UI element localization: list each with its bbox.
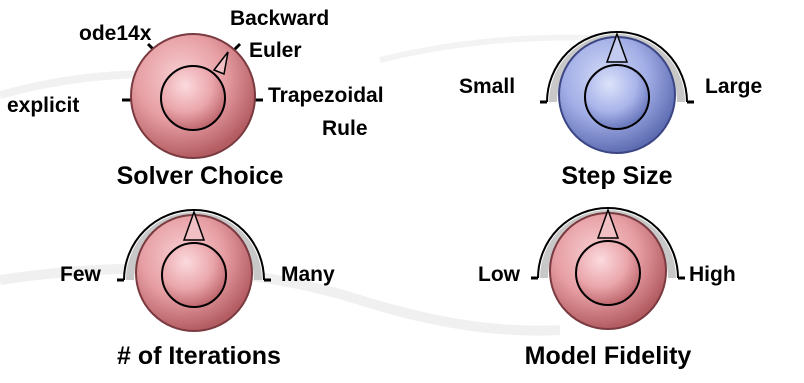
fidelity-max-label: High: [689, 264, 736, 285]
knob-cap: [161, 66, 225, 130]
iterations-max-label: Many: [281, 264, 335, 285]
model-fidelity-knob[interactable]: [531, 208, 685, 329]
solver-option-trapezoidal-line1[interactable]: Trapezoidal: [268, 85, 384, 106]
solver-option-backward-euler-line1[interactable]: Backward: [230, 8, 329, 29]
solver-option-trapezoidal-line2[interactable]: Rule: [322, 118, 368, 139]
iterations-min-label: Few: [60, 264, 101, 285]
step-size-knob[interactable]: [540, 32, 694, 153]
solver-option-explicit[interactable]: explicit: [7, 95, 79, 116]
iterations-title: # of Iterations: [64, 344, 334, 369]
fidelity-title: Model Fidelity: [488, 344, 728, 369]
iterations-knob[interactable]: [117, 210, 271, 331]
fidelity-min-label: Low: [478, 264, 520, 285]
solver-option-ode14x[interactable]: ode14x: [79, 23, 151, 44]
solver-choice-knob[interactable]: [122, 34, 263, 158]
step-size-min-label: Small: [459, 76, 515, 97]
knob-cap: [162, 243, 226, 307]
step-size-title: Step Size: [517, 164, 717, 189]
step-size-max-label: Large: [705, 76, 762, 97]
knob-cap: [585, 65, 649, 129]
solver-option-backward-euler-line2[interactable]: Euler: [249, 40, 302, 61]
solver-choice-title: Solver Choice: [60, 164, 340, 189]
knob-cap: [576, 241, 640, 305]
